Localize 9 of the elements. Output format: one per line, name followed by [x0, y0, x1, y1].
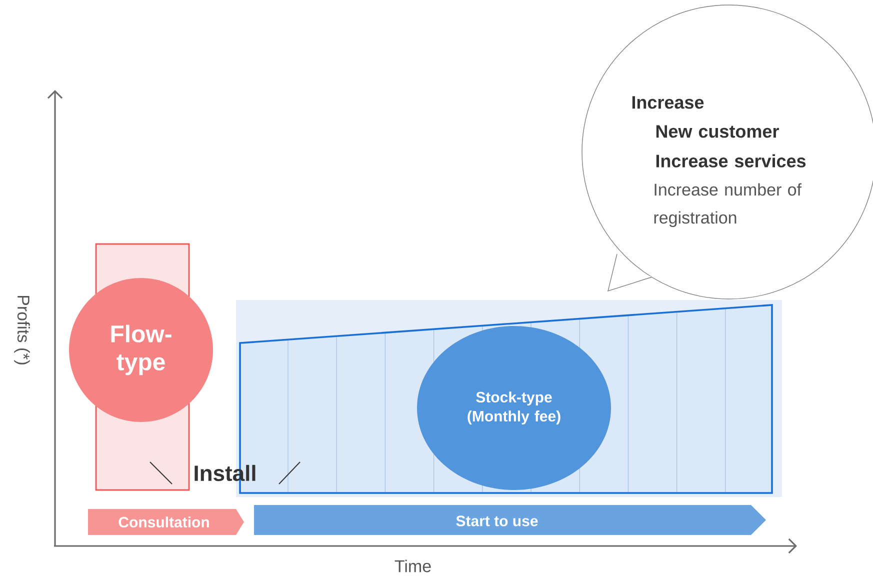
bubble-text: Increase number of registration — [654, 183, 802, 228]
bubble-text: Increase — [632, 96, 704, 109]
bubble-text: Increase services — [656, 154, 806, 168]
arrow-band: Consultation — [88, 509, 244, 535]
axis-label: Profits (*) — [14, 296, 30, 364]
arrow-band: Start to use — [254, 505, 766, 535]
speech-bubble — [582, 4, 873, 300]
bubble-text: New customer — [656, 125, 779, 138]
axis-label: Time — [394, 560, 431, 572]
